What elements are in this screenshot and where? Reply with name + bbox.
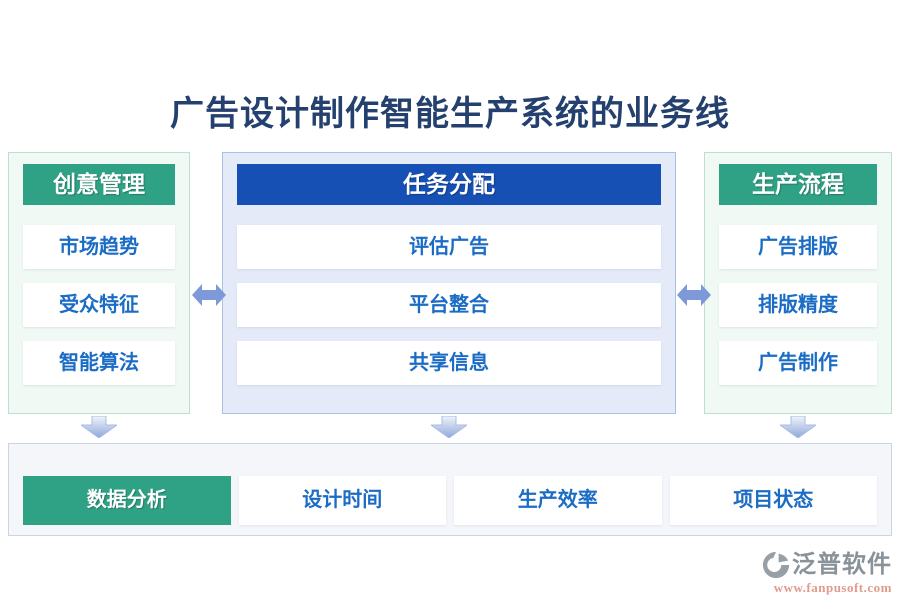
column-header-production: 生产流程 <box>719 164 877 205</box>
item-design-time: 设计时间 <box>238 476 446 525</box>
column-task-assignment: 任务分配 评估广告 平台整合 共享信息 <box>222 152 676 414</box>
column-header-task: 任务分配 <box>237 164 661 205</box>
double-arrow-icon <box>192 284 226 306</box>
bottom-header-data-analysis: 数据分析 <box>23 476 231 525</box>
watermark-brand: 泛普软件 <box>792 552 892 578</box>
down-arrow-icon <box>431 416 467 438</box>
item-layout-precision: 排版精度 <box>719 283 877 327</box>
item-ad-production: 广告制作 <box>719 341 877 385</box>
column-header-creative: 创意管理 <box>23 164 175 205</box>
double-arrow-icon <box>677 284 711 306</box>
item-project-status: 项目状态 <box>669 476 877 525</box>
item-smart-algorithm: 智能算法 <box>23 341 175 385</box>
down-arrow-icon <box>81 416 117 438</box>
item-platform-integration: 平台整合 <box>237 283 661 327</box>
column-production-process: 生产流程 广告排版 排版精度 广告制作 <box>704 152 892 414</box>
diagram-title: 广告设计制作智能生产系统的业务线 <box>170 96 730 133</box>
watermark-url: www.fanpusoft.com <box>773 580 892 595</box>
bottom-row-data-analysis: 数据分析 设计时间 生产效率 项目状态 <box>8 443 892 536</box>
item-audience-traits: 受众特征 <box>23 283 175 327</box>
item-market-trends: 市场趋势 <box>23 225 175 269</box>
column-creative-management: 创意管理 市场趋势 受众特征 智能算法 <box>8 152 190 414</box>
down-arrow-icon <box>780 416 816 438</box>
item-production-efficiency: 生产效率 <box>454 476 662 525</box>
item-evaluate-ads: 评估广告 <box>237 225 661 269</box>
brand-logo-icon <box>762 551 790 579</box>
watermark: 泛普软件 www.fanpusoft.com <box>742 551 892 594</box>
item-share-info: 共享信息 <box>237 341 661 385</box>
item-ad-layout: 广告排版 <box>719 225 877 269</box>
